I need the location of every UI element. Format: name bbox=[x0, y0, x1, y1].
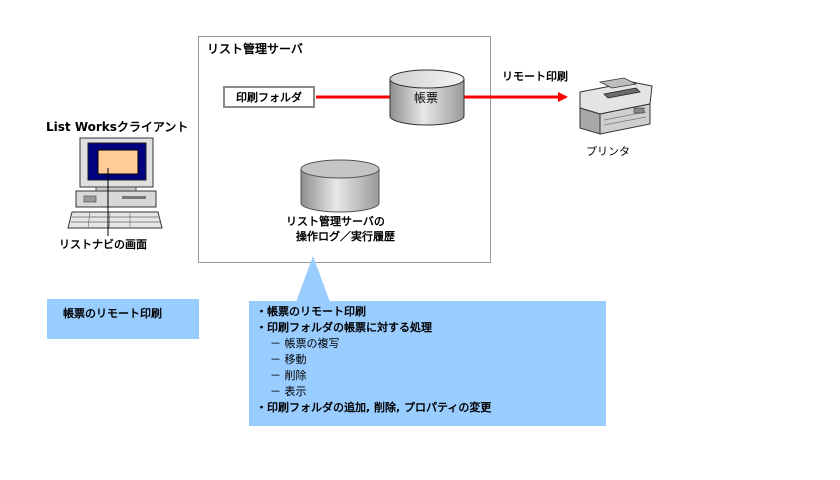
printer-label: プリンタ bbox=[586, 145, 630, 158]
client-title: List Worksクライアント bbox=[46, 120, 189, 134]
log-database-icon bbox=[300, 159, 380, 213]
callout-item: ・印刷フォルダの帳票に対する処理 bbox=[256, 321, 432, 334]
callout-subitem: － 帳票の複写 bbox=[270, 337, 340, 350]
server-title: リスト管理サーバ bbox=[207, 42, 303, 56]
client-computer-icon bbox=[67, 137, 163, 236]
remote-print-label: リモート印刷 bbox=[502, 70, 568, 83]
callout-pointer bbox=[296, 256, 330, 302]
client-screen-label: リストナビの画面 bbox=[59, 238, 147, 251]
log-db-label-line1: リスト管理サーバの bbox=[286, 215, 385, 228]
form-db-label: 帳票 bbox=[414, 91, 439, 105]
callout-subitem: － 表示 bbox=[270, 385, 307, 398]
callout-subitem: － 移動 bbox=[270, 353, 307, 366]
callout-left: 帳票のリモート印刷 bbox=[47, 299, 199, 339]
callout-right: ・帳票のリモート印刷 ・印刷フォルダの帳票に対する処理 － 帳票の複写 － 移動… bbox=[249, 301, 606, 426]
callout-item: ・印刷フォルダの追加, 削除, プロパティの変更 bbox=[256, 401, 492, 414]
form-database-icon bbox=[389, 69, 465, 126]
callout-left-text: 帳票のリモート印刷 bbox=[63, 307, 162, 320]
callout-item: ・帳票のリモート印刷 bbox=[256, 305, 366, 318]
print-folder-box: 印刷フォルダ bbox=[223, 86, 315, 108]
printer-icon bbox=[579, 77, 653, 135]
callout-subitem: － 削除 bbox=[270, 369, 307, 382]
log-db-label-line2: 操作ログ／実行履歴 bbox=[296, 230, 395, 243]
print-folder-label: 印刷フォルダ bbox=[236, 90, 302, 104]
